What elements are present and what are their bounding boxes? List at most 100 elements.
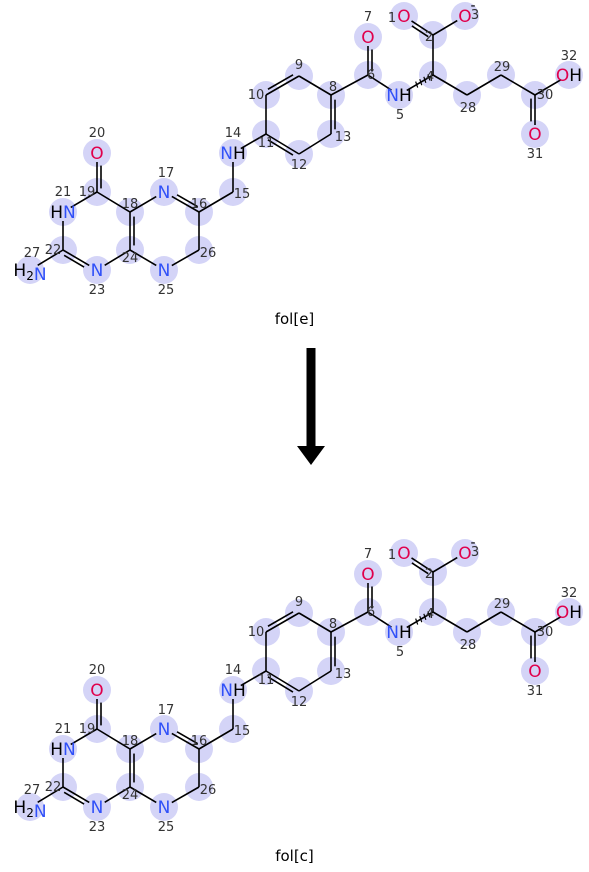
product-atom-number: 12 [291, 695, 308, 710]
product-atom-highlight [83, 676, 111, 704]
reactant-atom-highlight [521, 120, 549, 148]
reactant-bond [129, 249, 157, 267]
product-bond [367, 611, 392, 628]
reactant-bond [432, 74, 468, 96]
product-atom-numbers: 1234567891011121314151617181920212223242… [24, 545, 578, 835]
reactant-atom-number: 18 [122, 197, 139, 212]
reactant-atom-highlight [83, 256, 111, 284]
product-atom-number: 28 [460, 638, 477, 653]
product-atom-label: N [158, 720, 171, 740]
reactant-atom-number: 28 [460, 101, 477, 116]
reactant-atom-number: 1 [388, 11, 396, 26]
product-bond [171, 786, 200, 804]
reactant-atom-label: O [361, 28, 374, 48]
product-atom-highlight [555, 598, 583, 626]
reactant-bond [104, 249, 131, 267]
product-atom-label: NH [386, 623, 412, 643]
product-charge-label: - [470, 535, 475, 551]
reactant-bond [62, 249, 90, 267]
reactant-bond [367, 74, 392, 91]
reactant-atom-number: 29 [494, 60, 511, 75]
product-atom-highlight [49, 735, 77, 763]
reactant-bond [265, 133, 300, 155]
product-atom-number: 5 [396, 645, 404, 660]
product-bond-double [411, 562, 429, 575]
reactant-bond [240, 133, 267, 150]
reactant-bond-double [411, 25, 429, 38]
product-atom-highlight [83, 793, 111, 821]
product-atom-label: NH [220, 681, 246, 701]
reactant-bond [411, 20, 434, 36]
product-atom-highlight [16, 793, 44, 821]
reactant-atom-label: O [458, 7, 471, 27]
reactant-stereo-hash [415, 81, 419, 88]
reactant-atom-number: 19 [79, 185, 96, 200]
reactant-charge-label: - [470, 0, 475, 14]
reactant-bond [534, 78, 562, 96]
reactant-atom-number: 2 [425, 30, 433, 45]
reactant-atom-highlight [219, 139, 247, 167]
reactant-atom-number: 6 [367, 68, 375, 83]
product-bond [198, 728, 234, 750]
product-atom-highlight [385, 618, 413, 646]
reactant-atom-number: 3 [471, 8, 479, 23]
product-atom-label: N [158, 798, 171, 818]
reactant-bond [298, 133, 332, 155]
product-atom-highlight [219, 676, 247, 704]
reactant-atom-number: 22 [45, 243, 62, 258]
reactant-atom-number: 24 [122, 251, 139, 266]
product-atom-highlight [150, 793, 178, 821]
reactant-atom-label: NH [386, 86, 412, 106]
product-bond [466, 611, 502, 633]
product-atom-number: 18 [122, 734, 139, 749]
product-atom-label: OH [556, 603, 582, 623]
product-atom-number: 15 [234, 724, 251, 739]
reactant-bond [37, 249, 64, 267]
reactant-atom-label: N [158, 183, 171, 203]
product-bond [240, 670, 267, 687]
product-atom-number: 21 [55, 722, 72, 737]
product-bond [432, 611, 468, 633]
reactant-atom-label: H2N [13, 261, 46, 285]
product-bond [104, 786, 131, 804]
reactant-atom-highlight [385, 81, 413, 109]
product-atom-number: 8 [329, 617, 337, 632]
product-atom-number: 2 [425, 567, 433, 582]
product-atom-number: 20 [89, 663, 106, 678]
reactant-bond [500, 74, 536, 96]
reactant-atom-highlight [16, 256, 44, 284]
product-bond [62, 786, 90, 804]
reactant-atom-number: 30 [537, 88, 554, 103]
reactant-atom-label: O [90, 144, 103, 164]
reactant-atom-label: N [91, 261, 104, 281]
product-atom-highlight [521, 657, 549, 685]
product-bond [265, 612, 300, 633]
product-bond [298, 612, 332, 633]
product-atom-number: 3 [471, 545, 479, 560]
product-atom-number: 1 [388, 548, 396, 563]
product-atom-number: 32 [561, 586, 578, 601]
product-atom-number: 24 [122, 788, 139, 803]
product-atom-highlight [390, 539, 418, 567]
product-bond [432, 556, 458, 573]
product-bond [37, 786, 64, 804]
product-atom-label: H2N [13, 798, 46, 822]
reactant-bond-double [63, 254, 85, 268]
product-atom-highlights [16, 539, 583, 821]
product-atom-number: 22 [45, 780, 62, 795]
product-atom-label: N [91, 798, 104, 818]
reactant-atom-number: 20 [89, 126, 106, 141]
reactant-bond [466, 74, 502, 96]
reactant-caption: fol[e] [274, 310, 315, 328]
product-bond [411, 557, 434, 573]
reactant-molecule: 1234567891011121314151617181920212223242… [13, 0, 583, 298]
product-bond-double [63, 791, 85, 805]
product-bond [96, 728, 131, 750]
reactant-atom-numbers: 1234567891011121314151617181920212223242… [24, 8, 578, 298]
product-atom-number: 31 [527, 684, 544, 699]
reactant-atom-highlight [451, 2, 479, 30]
reactant-stereo-hash [423, 76, 427, 83]
